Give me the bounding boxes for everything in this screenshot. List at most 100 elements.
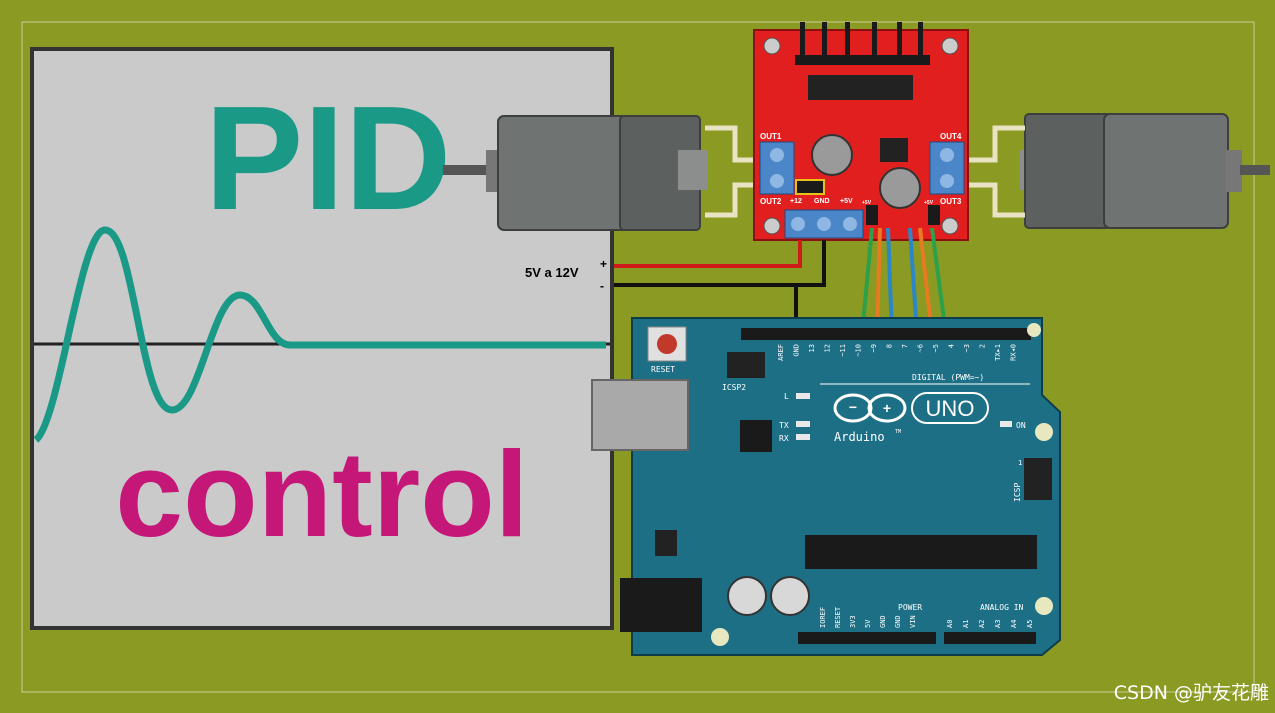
pin-label: A4 (1010, 620, 1018, 628)
arduino-mount-hole (1027, 323, 1041, 337)
left-motor-shaft (443, 165, 488, 175)
led-l-label: L (784, 392, 789, 401)
pid-panel: PID control (30, 47, 614, 630)
arduino-logo (833, 393, 907, 423)
left-motor-body (497, 115, 629, 231)
power-jack (620, 578, 702, 632)
driver-mount-hole (941, 37, 959, 55)
watermark: CSDN @驴友花雕 (1113, 682, 1269, 704)
arduino-tm: TM (895, 429, 901, 435)
digital-header (741, 328, 1031, 340)
pin-label: 13 (808, 344, 816, 352)
terminal-screw (940, 174, 954, 188)
pin-label: 12 (824, 344, 832, 352)
right-motor-body (1103, 113, 1229, 229)
icsp2-label: ICSP2 (722, 383, 746, 392)
label-terminal-5v: +5V (840, 198, 853, 205)
uno-label: UNO (926, 396, 975, 421)
driver-regulator (880, 138, 908, 162)
voltage-regulator (655, 530, 677, 556)
pin-label: TX▸1 (994, 344, 1002, 361)
digital-label: DIGITAL (PWM=~) (912, 373, 984, 382)
pin-label: ~10 (855, 344, 863, 357)
pin-label: 4 (948, 344, 956, 348)
right-motor (1020, 113, 1270, 229)
pin-label: A1 (962, 620, 970, 628)
led-rx (796, 434, 810, 440)
left-motor-terminal (678, 150, 708, 190)
led-l (796, 393, 810, 399)
terminal-screw (940, 148, 954, 162)
outer-frame (21, 21, 1255, 693)
pin-label: IOREF (819, 607, 827, 628)
driver-mount-hole (763, 217, 781, 235)
label-out3: OUT3 (940, 197, 962, 206)
led-rx-label: RX (779, 434, 789, 443)
driver-jumper (795, 179, 825, 195)
pin-label: A5 (1026, 620, 1034, 628)
pid-title: PID (205, 76, 452, 241)
terminal-screw (843, 217, 857, 231)
driver-capacitor (811, 134, 853, 176)
label-pin-5v-right: +5V (924, 200, 934, 206)
response-wave (33, 226, 606, 443)
label-pin-5v-left: +5V (862, 200, 872, 206)
wire-power-negative (614, 240, 826, 287)
terminal-screw (791, 217, 805, 231)
arduino-pcb (631, 317, 1061, 656)
arduino-mount-hole (711, 628, 729, 646)
logo-minus: − (849, 399, 857, 415)
power-header (798, 632, 936, 644)
left-motor (443, 115, 708, 231)
microcontroller-chip (805, 535, 1037, 569)
supply-minus-label: - (600, 279, 604, 293)
pin-label: VIN (909, 615, 917, 628)
usb-port (591, 379, 689, 451)
supply-plus-label: + (600, 257, 607, 271)
driver-capacitor (879, 167, 921, 209)
arduino-brand: Arduino (834, 430, 885, 444)
right-motor-cap (1024, 113, 1112, 229)
pin-label: RX◂0 (1010, 344, 1018, 361)
motor-wires (705, 125, 1025, 218)
pin-label: 2 (979, 344, 987, 348)
label-terminal-12v: +12 (790, 198, 802, 205)
pin-label: 8 (886, 344, 894, 348)
icsp-pin1-label: 1 (1018, 459, 1022, 467)
driver-mount-hole (941, 217, 959, 235)
power-label: POWER (898, 603, 922, 612)
wire-power-positive (614, 240, 802, 268)
led-tx (796, 421, 810, 427)
pin-label: 5V (864, 619, 872, 628)
pin-label: AREF (777, 344, 785, 361)
arduino-mount-hole (1035, 423, 1053, 441)
pin-label: ~9 (870, 344, 878, 352)
motor-wire-out2 (705, 182, 760, 218)
label-out1: OUT1 (760, 132, 782, 141)
pin-label: ~5 (932, 344, 940, 352)
arduino-mount-hole (1035, 597, 1053, 615)
led-on-label: ON (1016, 421, 1026, 430)
pin-label: GND (879, 615, 887, 628)
label-out2: OUT2 (760, 197, 782, 206)
control-title: control (115, 426, 528, 562)
icsp-label: ICSP (1013, 483, 1022, 502)
capacitor (770, 576, 810, 616)
analog-header (944, 632, 1036, 644)
led-on (1000, 421, 1012, 427)
terminal-screw (770, 148, 784, 162)
pin-label: A0 (946, 620, 954, 628)
pin-label: ~6 (917, 344, 925, 352)
enable-jumper-right (928, 205, 940, 225)
pin-label: ~11 (839, 344, 847, 357)
led-tx-label: TX (779, 421, 789, 430)
motor-driver-board: OUT1 OUT2 OUT3 OUT4 +12 GND +5V +5V +5V (753, 22, 969, 241)
icsp-header (1024, 458, 1052, 500)
driver-heatsink (795, 22, 930, 65)
uno-badge (911, 392, 989, 424)
enable-jumper-left (866, 205, 878, 225)
pin-label: GND (793, 344, 801, 357)
